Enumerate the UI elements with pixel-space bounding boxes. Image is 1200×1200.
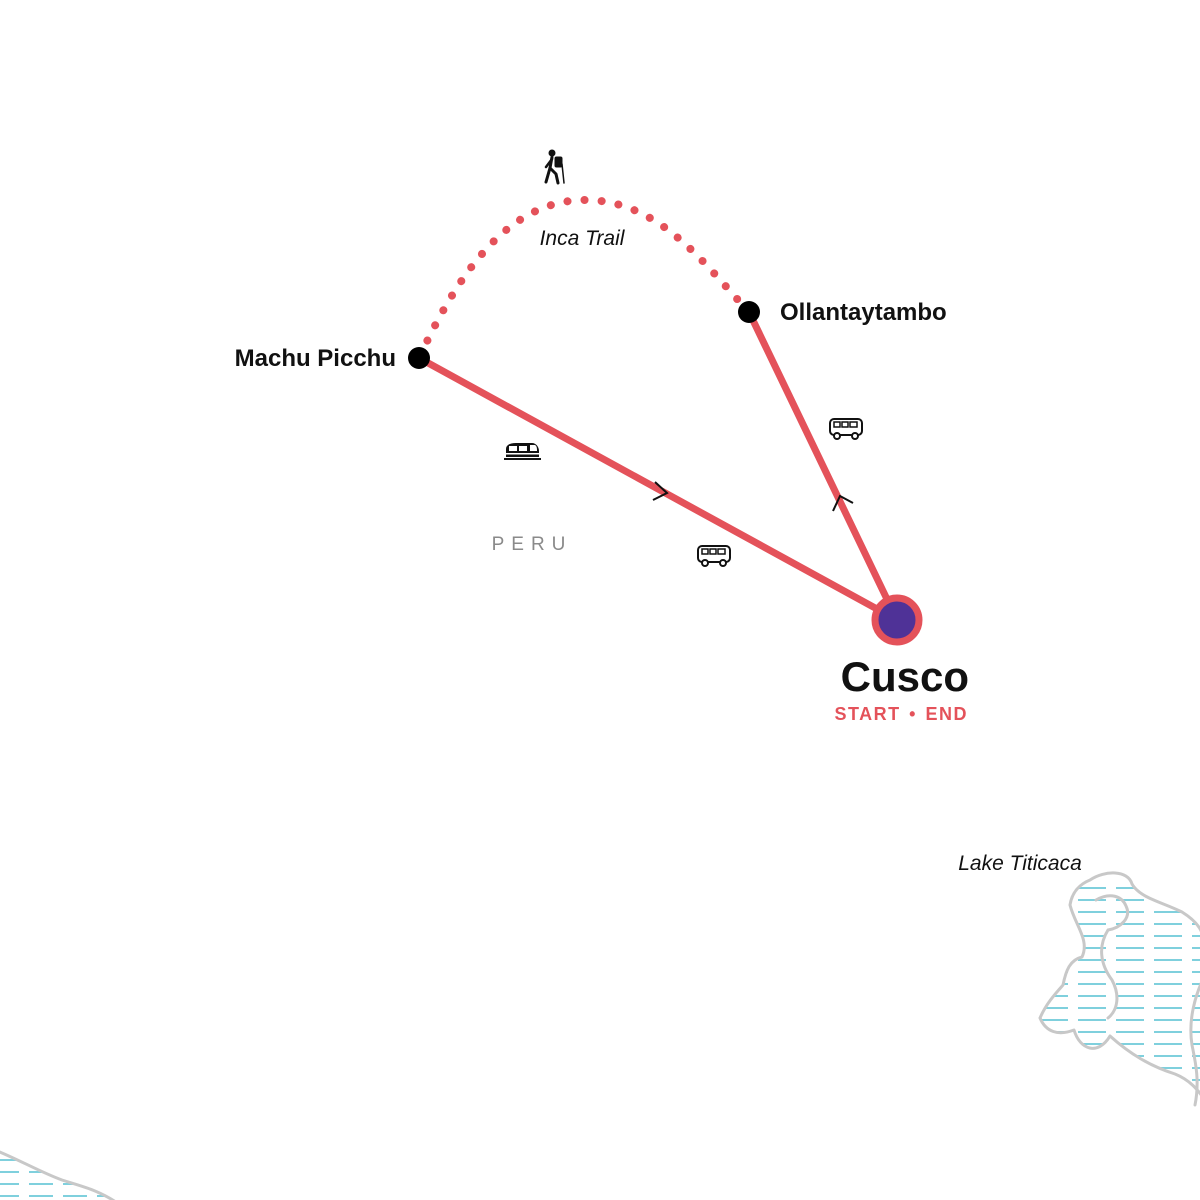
coastline [0, 1150, 120, 1200]
route-cusco-ollantaytambo [745, 308, 901, 624]
machu-picchu-label: Machu Picchu [235, 345, 396, 372]
bus-icon [697, 545, 731, 567]
lake-titicaca [1038, 871, 1200, 1107]
route-machu-picchu-cusco [415, 354, 901, 624]
inca-trail-label: Inca Trail [540, 227, 626, 250]
country-label: PERU [492, 534, 573, 555]
end-label: END [925, 704, 968, 724]
bus-icon [829, 418, 863, 440]
ollantaytambo-label: Ollantaytambo [780, 299, 947, 326]
start-label: START [834, 704, 900, 724]
lake-titicaca-label: Lake Titicaca [958, 852, 1082, 875]
cusco-label: Cusco [841, 653, 969, 700]
hiker-icon [544, 149, 565, 185]
train-icon [504, 443, 541, 460]
separator-dot: • [909, 704, 917, 724]
direction-chevron-icon [832, 494, 854, 512]
stop-marker-ollantaytambo[interactable] [738, 301, 760, 323]
start-end-label: START • END [834, 704, 968, 724]
direction-chevron-icon [652, 481, 669, 501]
inca-trail-route [416, 195, 753, 360]
start-end-marker-cusco[interactable] [871, 594, 923, 646]
stop-marker-machu-picchu[interactable] [408, 347, 430, 369]
